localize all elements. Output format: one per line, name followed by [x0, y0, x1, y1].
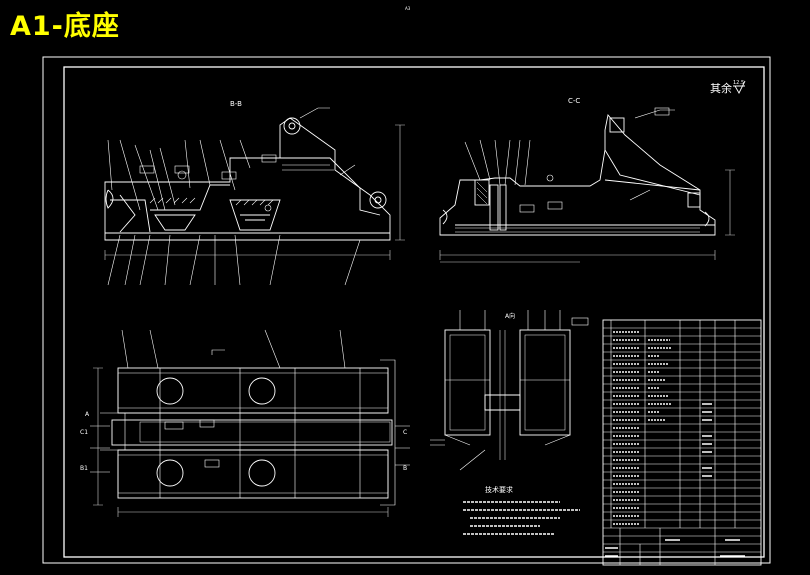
section-mark-c-left: C1: [80, 429, 88, 436]
roughness-symbol-icon: [733, 80, 746, 94]
drawing-title: A1-底座: [10, 11, 120, 42]
parts-list-table: [602, 319, 762, 566]
section-mark-c-right: C: [403, 429, 407, 436]
outer-frame: [42, 56, 771, 564]
section-mark-b-right: B: [403, 465, 407, 472]
view-a: A向: [430, 310, 589, 471]
roughness-value: 12.5: [733, 80, 744, 86]
top-mark: A3: [405, 6, 411, 11]
section-cc-label: C-C: [568, 97, 580, 105]
section-mark-a-left: A: [85, 411, 90, 418]
plan-view: A C1 B1 C B: [80, 329, 410, 517]
view-a-label: A向: [505, 312, 515, 320]
roughness-note: 其余: [710, 81, 732, 95]
inner-border: [63, 66, 765, 558]
tech-requirements: 技术要求: [463, 485, 580, 535]
section-cc-view: C-C: [439, 97, 735, 263]
section-bb-label: B-B: [230, 100, 242, 108]
section-mark-b-left: B1: [80, 465, 88, 472]
section-bb-view: B-B: [104, 100, 405, 286]
tech-requirements-title: 技术要求: [485, 485, 513, 494]
